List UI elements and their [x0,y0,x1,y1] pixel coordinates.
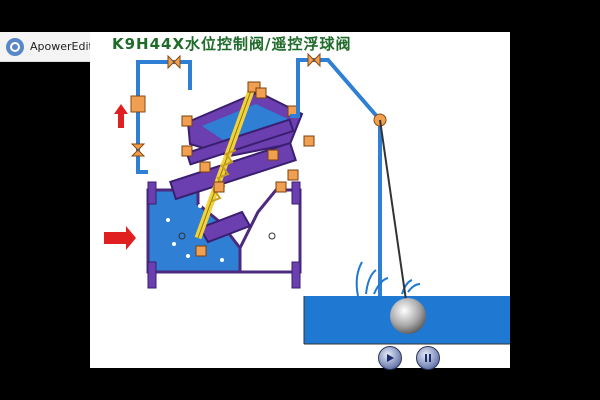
valve-body [146,90,304,289]
control-pipe-right [290,58,382,300]
animation-stage: K9H44X水位控制阀/遥控浮球阀 [90,32,510,370]
valve-diagram [104,52,510,345]
needle-valve-icon [130,95,146,113]
spring [209,149,237,203]
watermark-label: ApowerEdit [30,40,93,53]
watermark: ApowerEdit [0,32,100,62]
pause-icon [425,354,431,362]
float-line-valve-icon [307,52,315,68]
ball-valve-icon [130,143,146,151]
top-valve-icon [167,54,175,70]
play-icon [387,354,394,362]
float-rod [379,119,409,315]
valve-stem [181,81,315,257]
animation-title: K9H44X水位控制阀/遥控浮球阀 [112,35,352,53]
float-ball [390,298,426,334]
control-pipe-left [136,60,192,174]
inlet-arrow-icon [104,226,136,250]
play-button[interactable] [378,346,402,370]
pause-button[interactable] [416,346,440,370]
camera-lens-icon [6,37,24,56]
up-arrow-icon [114,104,128,128]
